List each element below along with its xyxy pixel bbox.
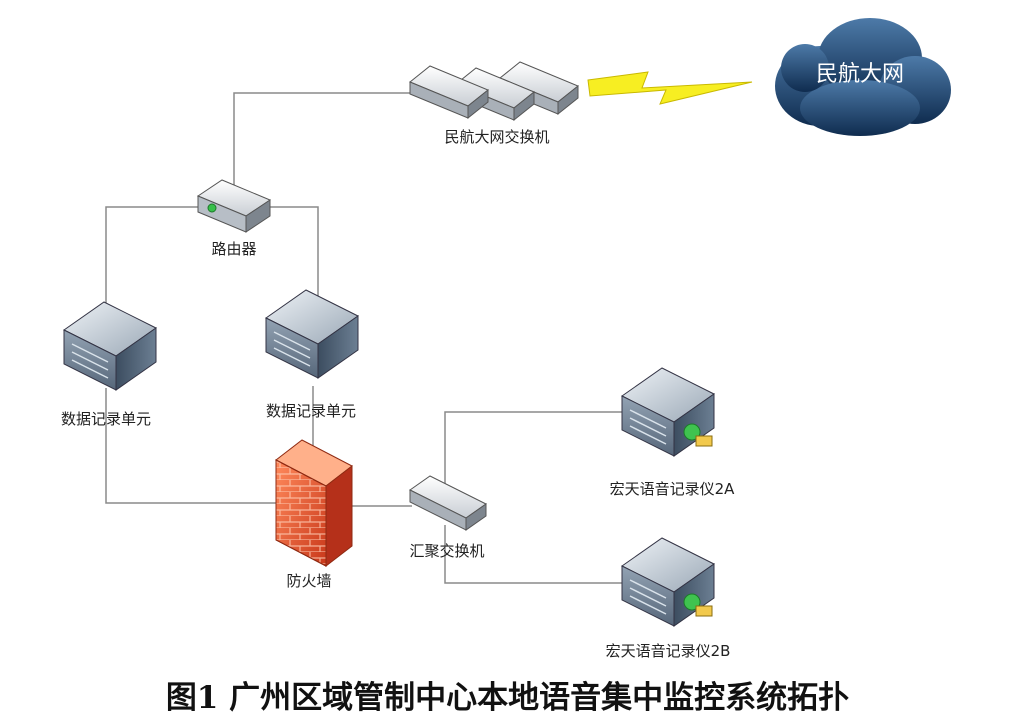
label-firewall: 防火墙 — [286, 572, 332, 590]
server-icon-voice-2a — [621, 367, 715, 457]
label-recorder-mid: 数据记录单元 — [265, 402, 357, 420]
switch-stack-icon — [409, 61, 579, 122]
connection-lines — [105, 92, 625, 584]
cloud-icon — [775, 18, 951, 136]
figure-caption: 图1 广州区域管制中心本地语音集中监控系统拓扑 — [165, 680, 850, 716]
link-router-to-recorder-mid — [264, 206, 319, 300]
cloud-label: 民航大网 — [815, 62, 905, 87]
label-voice-2b: 宏天语音记录仪2B — [605, 642, 731, 660]
lightning-bolt-icon — [587, 71, 753, 105]
link-router-to-switch-top — [233, 92, 428, 185]
label-switch-top: 民航大网交换机 — [444, 128, 550, 146]
link-switch-agg-to-voice-2a — [444, 411, 625, 492]
firewall-icon — [275, 439, 353, 568]
label-switch-agg: 汇聚交换机 — [409, 542, 485, 560]
label-router: 路由器 — [211, 240, 257, 258]
link-router-to-recorder-left — [105, 206, 205, 310]
server-icon-recorder-mid — [265, 289, 359, 379]
server-icon-voice-2b — [621, 537, 715, 627]
label-voice-2a: 宏天语音记录仪2A — [609, 480, 735, 498]
server-icon-recorder-left — [63, 301, 157, 391]
label-recorder-left: 数据记录单元 — [60, 410, 152, 428]
link-recorder-left-to-firewall — [105, 388, 280, 504]
link-switch-agg-to-voice-2b — [444, 525, 625, 584]
aggregation-switch-icon — [409, 475, 487, 531]
router-icon — [196, 179, 272, 233]
